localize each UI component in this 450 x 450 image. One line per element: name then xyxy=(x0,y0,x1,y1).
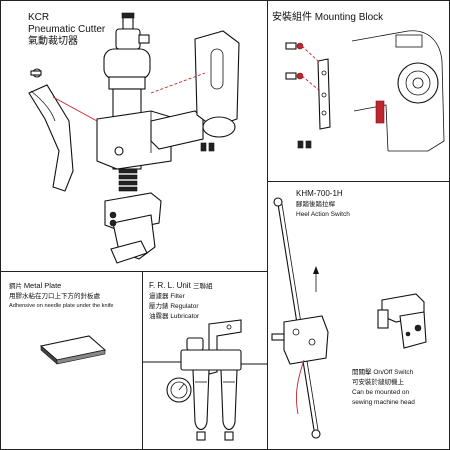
heel-action-switch-drawing xyxy=(271,197,427,439)
frl-item-filter: 過濾器 Filter xyxy=(149,293,185,301)
switch-title: 開關擊 On/Off Switch xyxy=(352,369,414,377)
machine-handwheel xyxy=(397,62,439,104)
pneumatic-cutter-panel: KCR Pneumatic Cutter 氣動裁切器 xyxy=(0,0,268,272)
plate-note-zh: 用膠水粘在刀口上下方的針板處 xyxy=(9,293,100,300)
frl-item-filter-zh: 過濾器 xyxy=(149,293,169,300)
cutter-code: KCR xyxy=(28,12,50,23)
heel-switch-housing xyxy=(283,315,329,365)
mounted-block-highlight xyxy=(375,100,385,124)
frl-item-regulator: 壓力錶 Regulator xyxy=(149,303,199,311)
mounting-block-panel: 安裝組件 Mounting Block xyxy=(267,0,450,182)
frl-filter-bowl xyxy=(192,369,210,431)
mounting-title-en: Mounting Block xyxy=(314,12,384,23)
cutter-side-arm xyxy=(150,110,204,150)
cutter-left-blade xyxy=(28,84,74,192)
mounting-screws xyxy=(285,42,304,80)
frl-head-block xyxy=(180,349,242,371)
heel-rod xyxy=(277,203,315,431)
plate-title: 鋼片 Metal Plate xyxy=(9,282,61,291)
cutter-spring xyxy=(118,168,138,192)
frl-lubricator-bowl xyxy=(220,369,238,431)
frl-item-lubricator-en: Lubricator xyxy=(170,313,200,320)
cutter-bracket-plate xyxy=(194,30,240,128)
frl-unit-drawing xyxy=(143,319,267,441)
frl-title: F. R. L. Unit 三聯組 xyxy=(149,281,213,291)
mounting-block-drawing xyxy=(285,30,445,152)
cutter-name-en: Pneumatic Cutter xyxy=(28,24,106,35)
switch-note-zh: 可安裝於縫紉機上 xyxy=(352,379,404,386)
heel-code: KHM-700-1H xyxy=(296,189,343,198)
mounting-title: 安裝組件 Mounting Block xyxy=(272,12,384,24)
frl-item-regulator-zh: 壓力錶 xyxy=(149,303,169,310)
switch-title-zh: 開關擊 xyxy=(352,369,372,376)
heel-action-switch-panel: KHM-700-1H 腳踏後踏拉桿 Heel Action Switch 開關擊… xyxy=(267,181,450,450)
metal-plate-panel: 鋼片 Metal Plate 用膠水粘在刀口上下方的針板處 Adhensive … xyxy=(0,271,143,450)
cutter-name-zh: 氣動裁切器 xyxy=(28,36,78,47)
frl-title-en: F. R. L. Unit xyxy=(149,281,191,290)
frl-item-regulator-en: Regulator xyxy=(170,303,199,310)
frl-item-filter-en: Filter xyxy=(170,293,185,300)
heel-name-en: Heel Action Switch xyxy=(296,211,350,218)
plate-title-en: Metal Plate xyxy=(23,281,62,290)
heel-name-zh: 腳踏後踏拉桿 xyxy=(296,201,335,208)
cutter-cylinder-head xyxy=(103,48,151,80)
switch-note-en-2: sewing machine head xyxy=(352,399,415,406)
plate-title-zh: 鋼片 xyxy=(9,283,22,290)
metal-plate-drawing xyxy=(39,335,107,365)
plate-note-en: Adhensive on needle plate under the knif… xyxy=(9,303,114,309)
frl-unit-panel: F. R. L. Unit 三聯組 過濾器 Filter 壓力錶 Regulat… xyxy=(142,271,268,450)
pneumatic-cutter-drawing xyxy=(28,12,240,264)
mounting-bracket xyxy=(317,58,331,130)
switch-title-en: On/Off Switch xyxy=(373,369,414,376)
mounting-title-zh: 安裝組件 xyxy=(272,12,312,23)
frl-item-lubricator: 油霧器 Lubricator xyxy=(149,313,200,321)
switch-note-en-1: Can be mounted on xyxy=(352,389,410,396)
frl-item-lubricator-zh: 油霧器 xyxy=(149,313,169,320)
frl-title-zh: 三聯組 xyxy=(193,283,213,290)
